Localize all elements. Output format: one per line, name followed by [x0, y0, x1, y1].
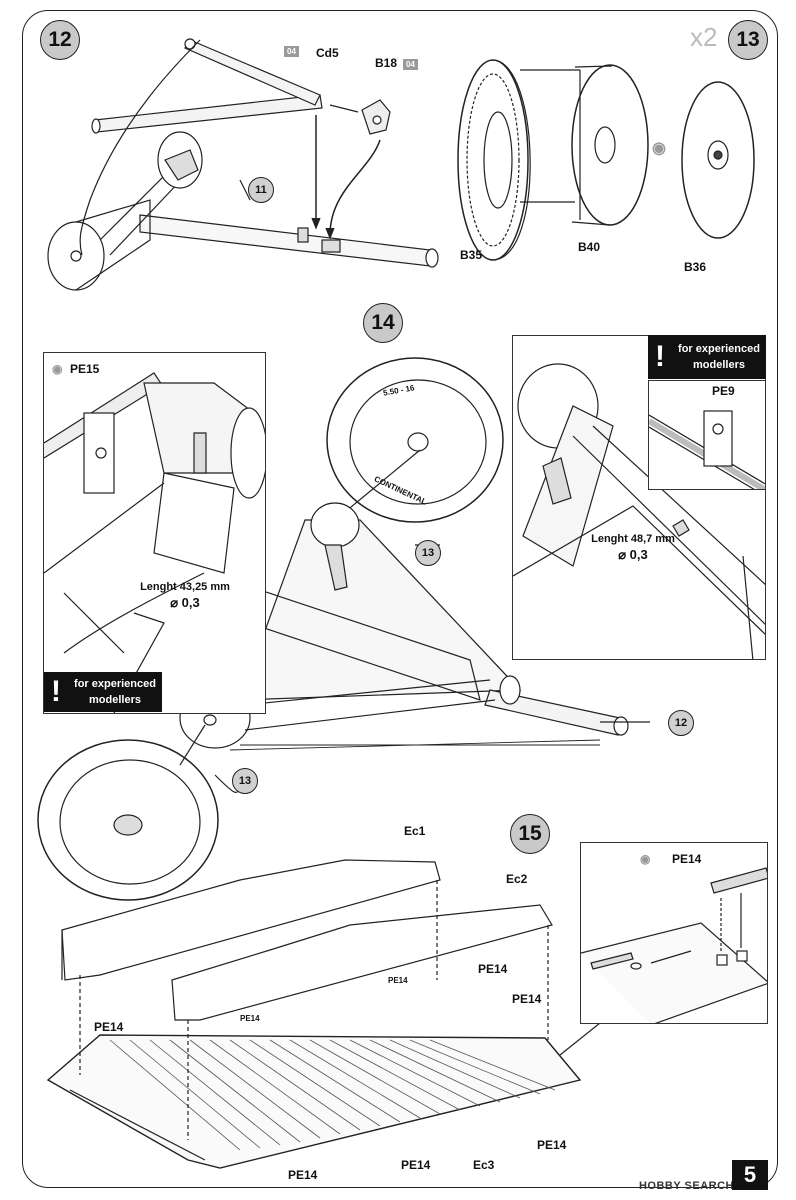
exclamation-icon: ! — [51, 675, 61, 708]
page-number: 5 — [732, 1160, 768, 1190]
detail-inset-left — [43, 352, 266, 714]
length-left: Lenght 43,25 mm — [140, 581, 230, 593]
ref-step-13-a: 13 — [415, 540, 441, 566]
part-label-pe14-b: PE14 — [512, 992, 542, 1006]
part-label-pe14-h: PE14 — [240, 1014, 260, 1023]
part-label-ec2: Ec2 — [506, 872, 528, 886]
part-label-pe14-e: PE14 — [401, 1158, 431, 1172]
warning-text-left: for experienced modellers — [74, 678, 156, 706]
ref-step-12: 12 — [668, 710, 694, 736]
pe9-detail — [648, 380, 766, 490]
detail-drawing-left — [44, 372, 265, 713]
page-frame — [22, 10, 778, 1188]
measurement-left: Lenght 43,25 mm ⌀ 0,3 — [130, 580, 240, 610]
warning-box-right: ! for experienced modellers — [648, 335, 766, 379]
quantity-multiplier: x2 — [690, 22, 718, 52]
part-label-pe14-g: PE14 — [388, 976, 408, 985]
x8-icon: ◉ — [640, 852, 651, 866]
part-label-pe14-f: PE14 — [288, 1168, 318, 1182]
step-15-badge: 15 — [510, 814, 550, 854]
part-label-pe14-a: PE14 — [478, 962, 508, 976]
exclamation-icon: ! — [655, 340, 665, 373]
part-label-b35: B35 — [460, 248, 483, 262]
part-label-pe14-inset: PE14 — [672, 852, 702, 866]
diameter-left: ⌀ 0,3 — [170, 595, 200, 610]
part-label-pe14-c: PE14 — [94, 1020, 124, 1034]
diameter-right: ⌀ 0,3 — [618, 547, 648, 562]
warning-text-right: for experienced modellers — [678, 343, 760, 371]
part-label-pe14-d: PE14 — [537, 1138, 567, 1152]
pe14-detail-drawing — [581, 867, 767, 1023]
warning-box-left: ! for experienced modellers — [44, 672, 162, 712]
sprue-tag-04-b: 04 — [403, 59, 418, 70]
step-14-badge: 14 — [363, 303, 403, 343]
part-label-b40: B40 — [578, 240, 601, 254]
measurement-right: Lenght 48,7 mm ⌀ 0,3 — [578, 532, 688, 562]
sprue-tag-04-a: 04 — [284, 46, 299, 57]
photo-etch-icon: ◉ — [52, 362, 63, 376]
part-label-ec3: Ec3 — [473, 1158, 495, 1172]
watermark: HOBBY SEARCH — [638, 1180, 734, 1192]
pe14-detail-inset — [580, 842, 768, 1024]
part-ref-11: 11 — [248, 177, 274, 203]
ref-step-13-b: 13 — [232, 768, 258, 794]
part-label-cd5: Cd5 — [316, 46, 339, 60]
camera-icon: ◉ — [652, 140, 666, 157]
part-label-b36: B36 — [684, 260, 707, 274]
length-right: Lenght 48,7 mm — [591, 533, 675, 545]
part-label-ec1: Ec1 — [404, 824, 426, 838]
detail-drawing-right — [513, 363, 765, 659]
part-label-b18: B18 — [375, 56, 398, 70]
pe9-drawing — [649, 410, 765, 489]
step-13-badge: 13 — [728, 20, 768, 60]
part-label-pe15: PE15 — [70, 362, 100, 376]
part-label-pe9: PE9 — [712, 384, 735, 398]
step-12-badge: 12 — [40, 20, 80, 60]
